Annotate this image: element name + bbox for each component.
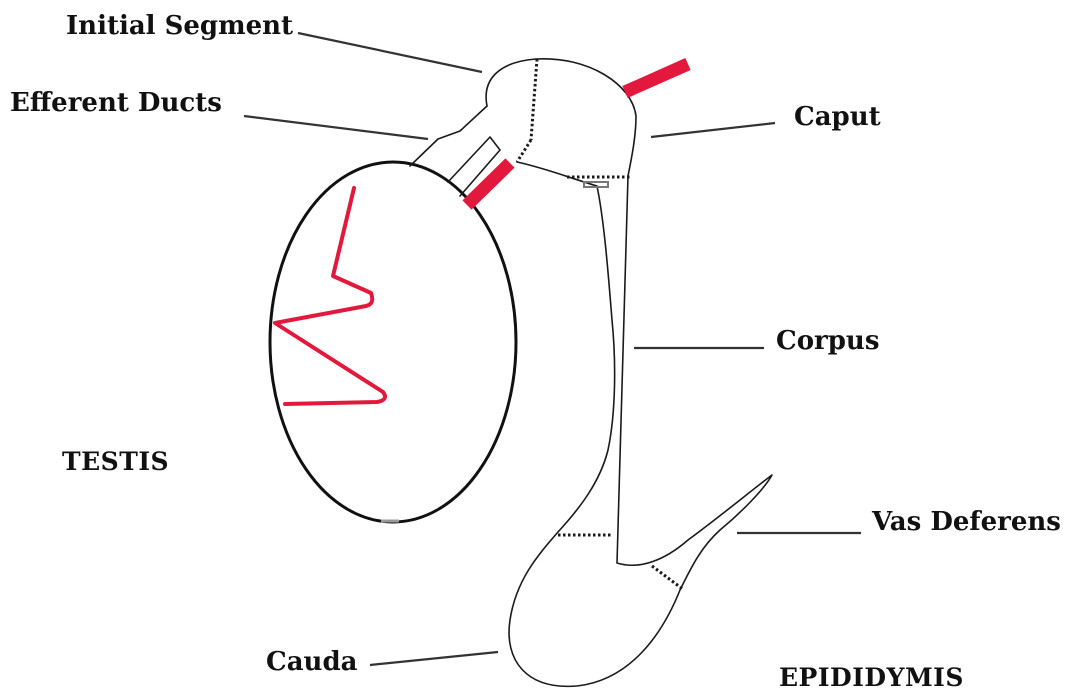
efferent-ducts-outline	[410, 106, 487, 166]
label-initial-segment: Initial Segment	[66, 11, 293, 41]
leader-caput	[651, 123, 775, 137]
boundary-caput-inner	[517, 140, 531, 162]
label-caput: Caput	[794, 102, 881, 132]
boundary-cauda-vas	[652, 566, 684, 590]
leader-efferent-ducts	[244, 116, 428, 139]
label-vas-deferens: Vas Deferens	[871, 507, 1061, 537]
label-testis: TESTIS	[62, 447, 169, 476]
boundary-initial-segment	[531, 59, 537, 140]
ligation-bar-caput	[625, 64, 688, 92]
ligation-bar-efferent	[467, 163, 510, 205]
label-cauda: Cauda	[266, 647, 358, 677]
label-epididymis: EPIDIDYMIS	[779, 663, 964, 692]
tubule-zigzag	[275, 188, 385, 404]
leader-initial-segment	[298, 33, 482, 72]
epididymis-outline	[486, 59, 772, 687]
ligation-mark-small	[584, 182, 608, 187]
label-efferent-ducts: Efferent Ducts	[10, 88, 222, 118]
label-corpus: Corpus	[776, 326, 879, 356]
leader-cauda	[370, 652, 498, 665]
